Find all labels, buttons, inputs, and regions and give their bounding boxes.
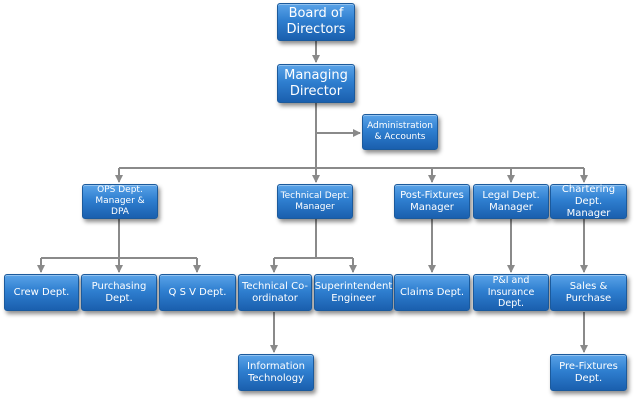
node-crew-dept: Crew Dept. [4, 274, 79, 311]
node-board-of-directors: Board of Directors [277, 3, 355, 41]
node-sales-purchase: Sales & Purchase [550, 274, 627, 311]
node-chartering-manager: Chartering Dept. Manager [550, 184, 627, 219]
node-technical-manager: Technical Dept. Manager [277, 184, 353, 219]
node-legal-manager: Legal Dept. Manager [473, 184, 549, 219]
node-superintendent-engineer: Superintendent Engineer [314, 274, 393, 311]
node-administration-accounts: Administration & Accounts [362, 114, 438, 150]
node-purchasing-dept: Purchasing Dept. [81, 274, 157, 311]
node-information-technology: Information Technology [238, 354, 314, 391]
node-technical-coordinator: Technical Co-ordinator [238, 274, 312, 311]
node-ops-manager: OPS Dept. Manager & DPA [82, 184, 158, 219]
node-managing-director: Managing Director [277, 64, 355, 103]
node-post-fixtures-manager: Post-Fixtures Manager [394, 184, 470, 219]
node-claims-dept: Claims Dept. [394, 274, 470, 311]
node-qsv-dept: Q S V Dept. [159, 274, 236, 311]
node-pni-insurance-dept: P&I and Insurance Dept. [473, 274, 549, 311]
node-pre-fixtures-dept: Pre-Fixtures Dept. [550, 354, 627, 391]
